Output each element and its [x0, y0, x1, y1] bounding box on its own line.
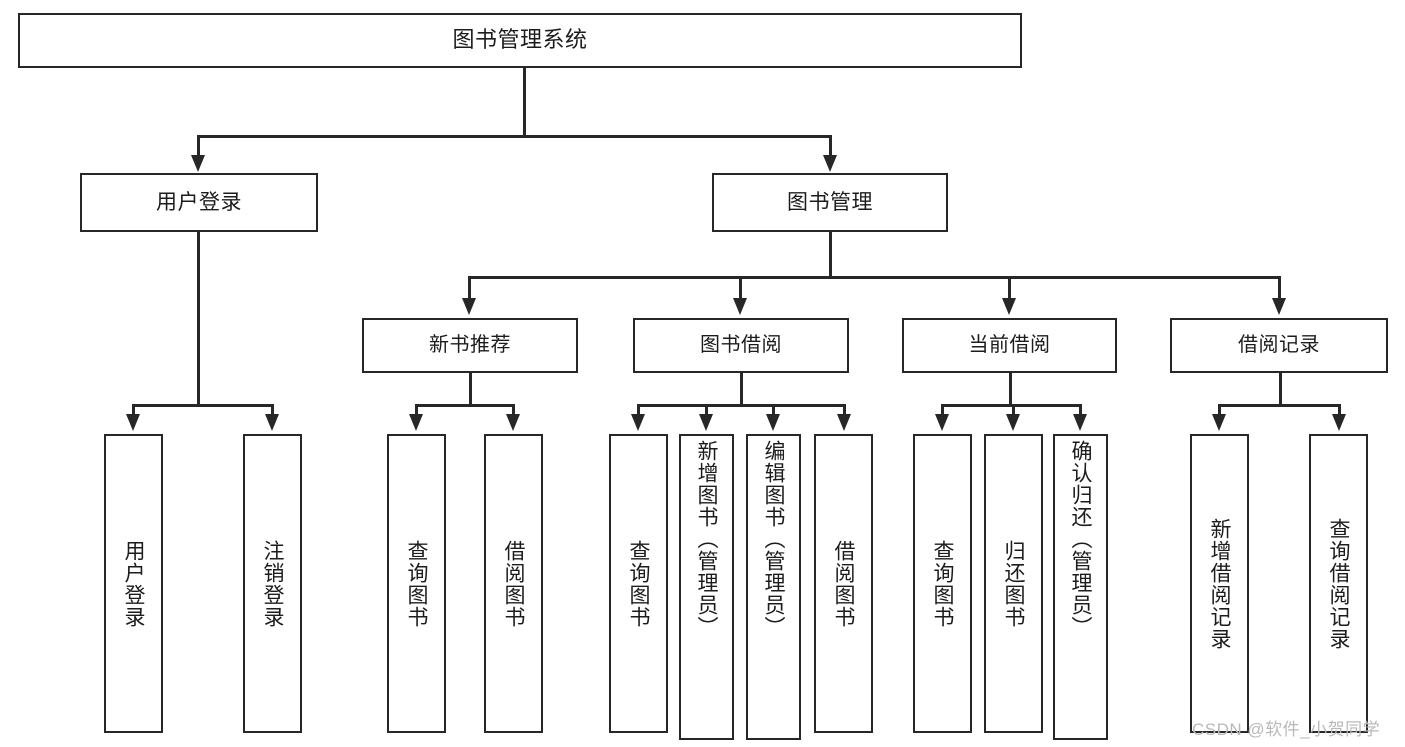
- connector-records-bar: [1218, 404, 1339, 407]
- node-label: 用户登录: [156, 190, 242, 214]
- leaf-borrow-books-recommend[interactable]: 借阅图书: [484, 434, 543, 733]
- connector-user-login-branch-2: [271, 404, 274, 416]
- arrow-current-leaf-3: [1072, 414, 1087, 431]
- connector-records-stem: [1279, 373, 1282, 406]
- node-label: 借阅图书: [502, 539, 525, 628]
- node-current-borrow[interactable]: 当前借阅: [902, 318, 1117, 373]
- node-label: 新增借阅记录: [1208, 517, 1231, 650]
- arrow-current-leaf-2: [1005, 414, 1020, 431]
- arrow-new-books-leaf-1: [408, 414, 423, 431]
- node-book-management[interactable]: 图书管理: [712, 173, 948, 232]
- leaf-logout[interactable]: 注销登录: [243, 434, 302, 733]
- connector-root-to-book-mgmt: [829, 135, 832, 157]
- connector-borrow-stem: [740, 373, 743, 406]
- connector-new-books-bar: [415, 404, 514, 407]
- node-label: 注销登录: [261, 539, 284, 628]
- leaf-user-login[interactable]: 用户登录: [104, 434, 163, 733]
- connector-book-mgmt-branch-1: [468, 276, 471, 300]
- connector-book-mgmt-branch-2: [739, 276, 742, 300]
- leaf-query-books-borrow[interactable]: 查询图书: [609, 434, 668, 733]
- arrow-borrow-leaf-1: [630, 414, 645, 431]
- node-label: 归还图书: [1002, 539, 1025, 628]
- node-label: 借阅图书: [832, 539, 855, 628]
- connector-root-to-user-login: [197, 135, 200, 157]
- node-label: 当前借阅: [968, 334, 1051, 357]
- arrow-current-leaf-1: [934, 414, 949, 431]
- node-user-login[interactable]: 用户登录: [80, 173, 318, 232]
- connector-book-mgmt-branch-4: [1278, 276, 1281, 300]
- node-label: 新增图书（管理员）: [695, 440, 718, 638]
- connector-records-branch-1: [1218, 404, 1221, 416]
- connector-book-mgmt-branch-3: [1008, 276, 1011, 300]
- connector-root-stem: [523, 68, 526, 136]
- connector-records-branch-2: [1338, 404, 1341, 416]
- node-label: 用户登录: [122, 539, 145, 628]
- connector-borrow-branch-4: [843, 404, 846, 416]
- leaf-query-books-recommend[interactable]: 查询图书: [387, 434, 446, 733]
- leaf-add-book-admin[interactable]: 新增图书（管理员）: [679, 434, 734, 740]
- arrow-book-mgmt-to-borrow: [732, 298, 747, 315]
- arrow-root-to-book-mgmt: [822, 155, 837, 172]
- connector-root-bar: [197, 135, 831, 138]
- node-root-system[interactable]: 图书管理系统: [18, 13, 1022, 68]
- arrow-root-to-user-login: [190, 155, 205, 172]
- connector-borrow-branch-3: [772, 404, 775, 416]
- connector-current-branch-3: [1079, 404, 1082, 416]
- node-label: 编辑图书（管理员）: [762, 440, 785, 638]
- connector-current-bar: [941, 404, 1081, 407]
- arrow-borrow-leaf-2: [698, 414, 713, 431]
- arrow-book-mgmt-to-current: [1001, 298, 1016, 315]
- arrow-book-mgmt-to-records: [1271, 298, 1286, 315]
- node-label: 查询借阅记录: [1327, 517, 1350, 650]
- connector-current-branch-1: [941, 404, 944, 416]
- arrow-user-login-leaf-1: [125, 414, 140, 431]
- leaf-query-books-current[interactable]: 查询图书: [913, 434, 972, 733]
- arrow-book-mgmt-to-new-books: [461, 298, 476, 315]
- node-label: 图书管理系统: [452, 27, 588, 53]
- node-label: 查询图书: [405, 539, 428, 628]
- leaf-return-book[interactable]: 归还图书: [984, 434, 1043, 733]
- leaf-borrow-book[interactable]: 借阅图书: [814, 434, 873, 733]
- node-new-book-recommend[interactable]: 新书推荐: [362, 318, 578, 373]
- node-label: 确认归还（管理员）: [1069, 440, 1092, 638]
- node-book-borrow[interactable]: 图书借阅: [633, 318, 849, 373]
- node-label: 查询图书: [627, 539, 650, 628]
- arrow-records-leaf-1: [1211, 414, 1226, 431]
- arrow-borrow-leaf-4: [836, 414, 851, 431]
- leaf-query-borrow-record[interactable]: 查询借阅记录: [1309, 434, 1368, 733]
- connector-new-books-branch-2: [512, 404, 515, 416]
- connector-user-login-bar: [132, 404, 272, 407]
- connector-user-login-stem: [197, 232, 200, 406]
- connector-borrow-branch-1: [637, 404, 640, 416]
- node-label: 新书推荐: [429, 334, 511, 357]
- arrow-user-login-leaf-2: [264, 414, 279, 431]
- arrow-borrow-leaf-3: [765, 414, 780, 431]
- connector-new-books-branch-1: [415, 404, 418, 416]
- arrow-records-leaf-2: [1331, 414, 1346, 431]
- connector-new-books-stem: [469, 373, 472, 406]
- connector-current-stem: [1009, 373, 1012, 406]
- arrow-new-books-leaf-2: [505, 414, 520, 431]
- leaf-add-borrow-record[interactable]: 新增借阅记录: [1190, 434, 1249, 733]
- node-label: 查询图书: [931, 539, 954, 628]
- connector-book-mgmt-bar: [468, 276, 1280, 279]
- connector-borrow-branch-2: [705, 404, 708, 416]
- node-label: 图书管理: [787, 190, 873, 214]
- connector-book-mgmt-stem: [829, 232, 832, 278]
- connector-user-login-branch-1: [132, 404, 135, 416]
- connector-current-branch-2: [1012, 404, 1015, 416]
- node-label: 借阅记录: [1238, 334, 1320, 357]
- connector-borrow-bar: [637, 404, 845, 407]
- leaf-edit-book-admin[interactable]: 编辑图书（管理员）: [746, 434, 801, 740]
- node-label: 图书借阅: [700, 334, 782, 357]
- node-borrow-records[interactable]: 借阅记录: [1170, 318, 1388, 373]
- leaf-confirm-return-admin[interactable]: 确认归还（管理员）: [1053, 434, 1108, 740]
